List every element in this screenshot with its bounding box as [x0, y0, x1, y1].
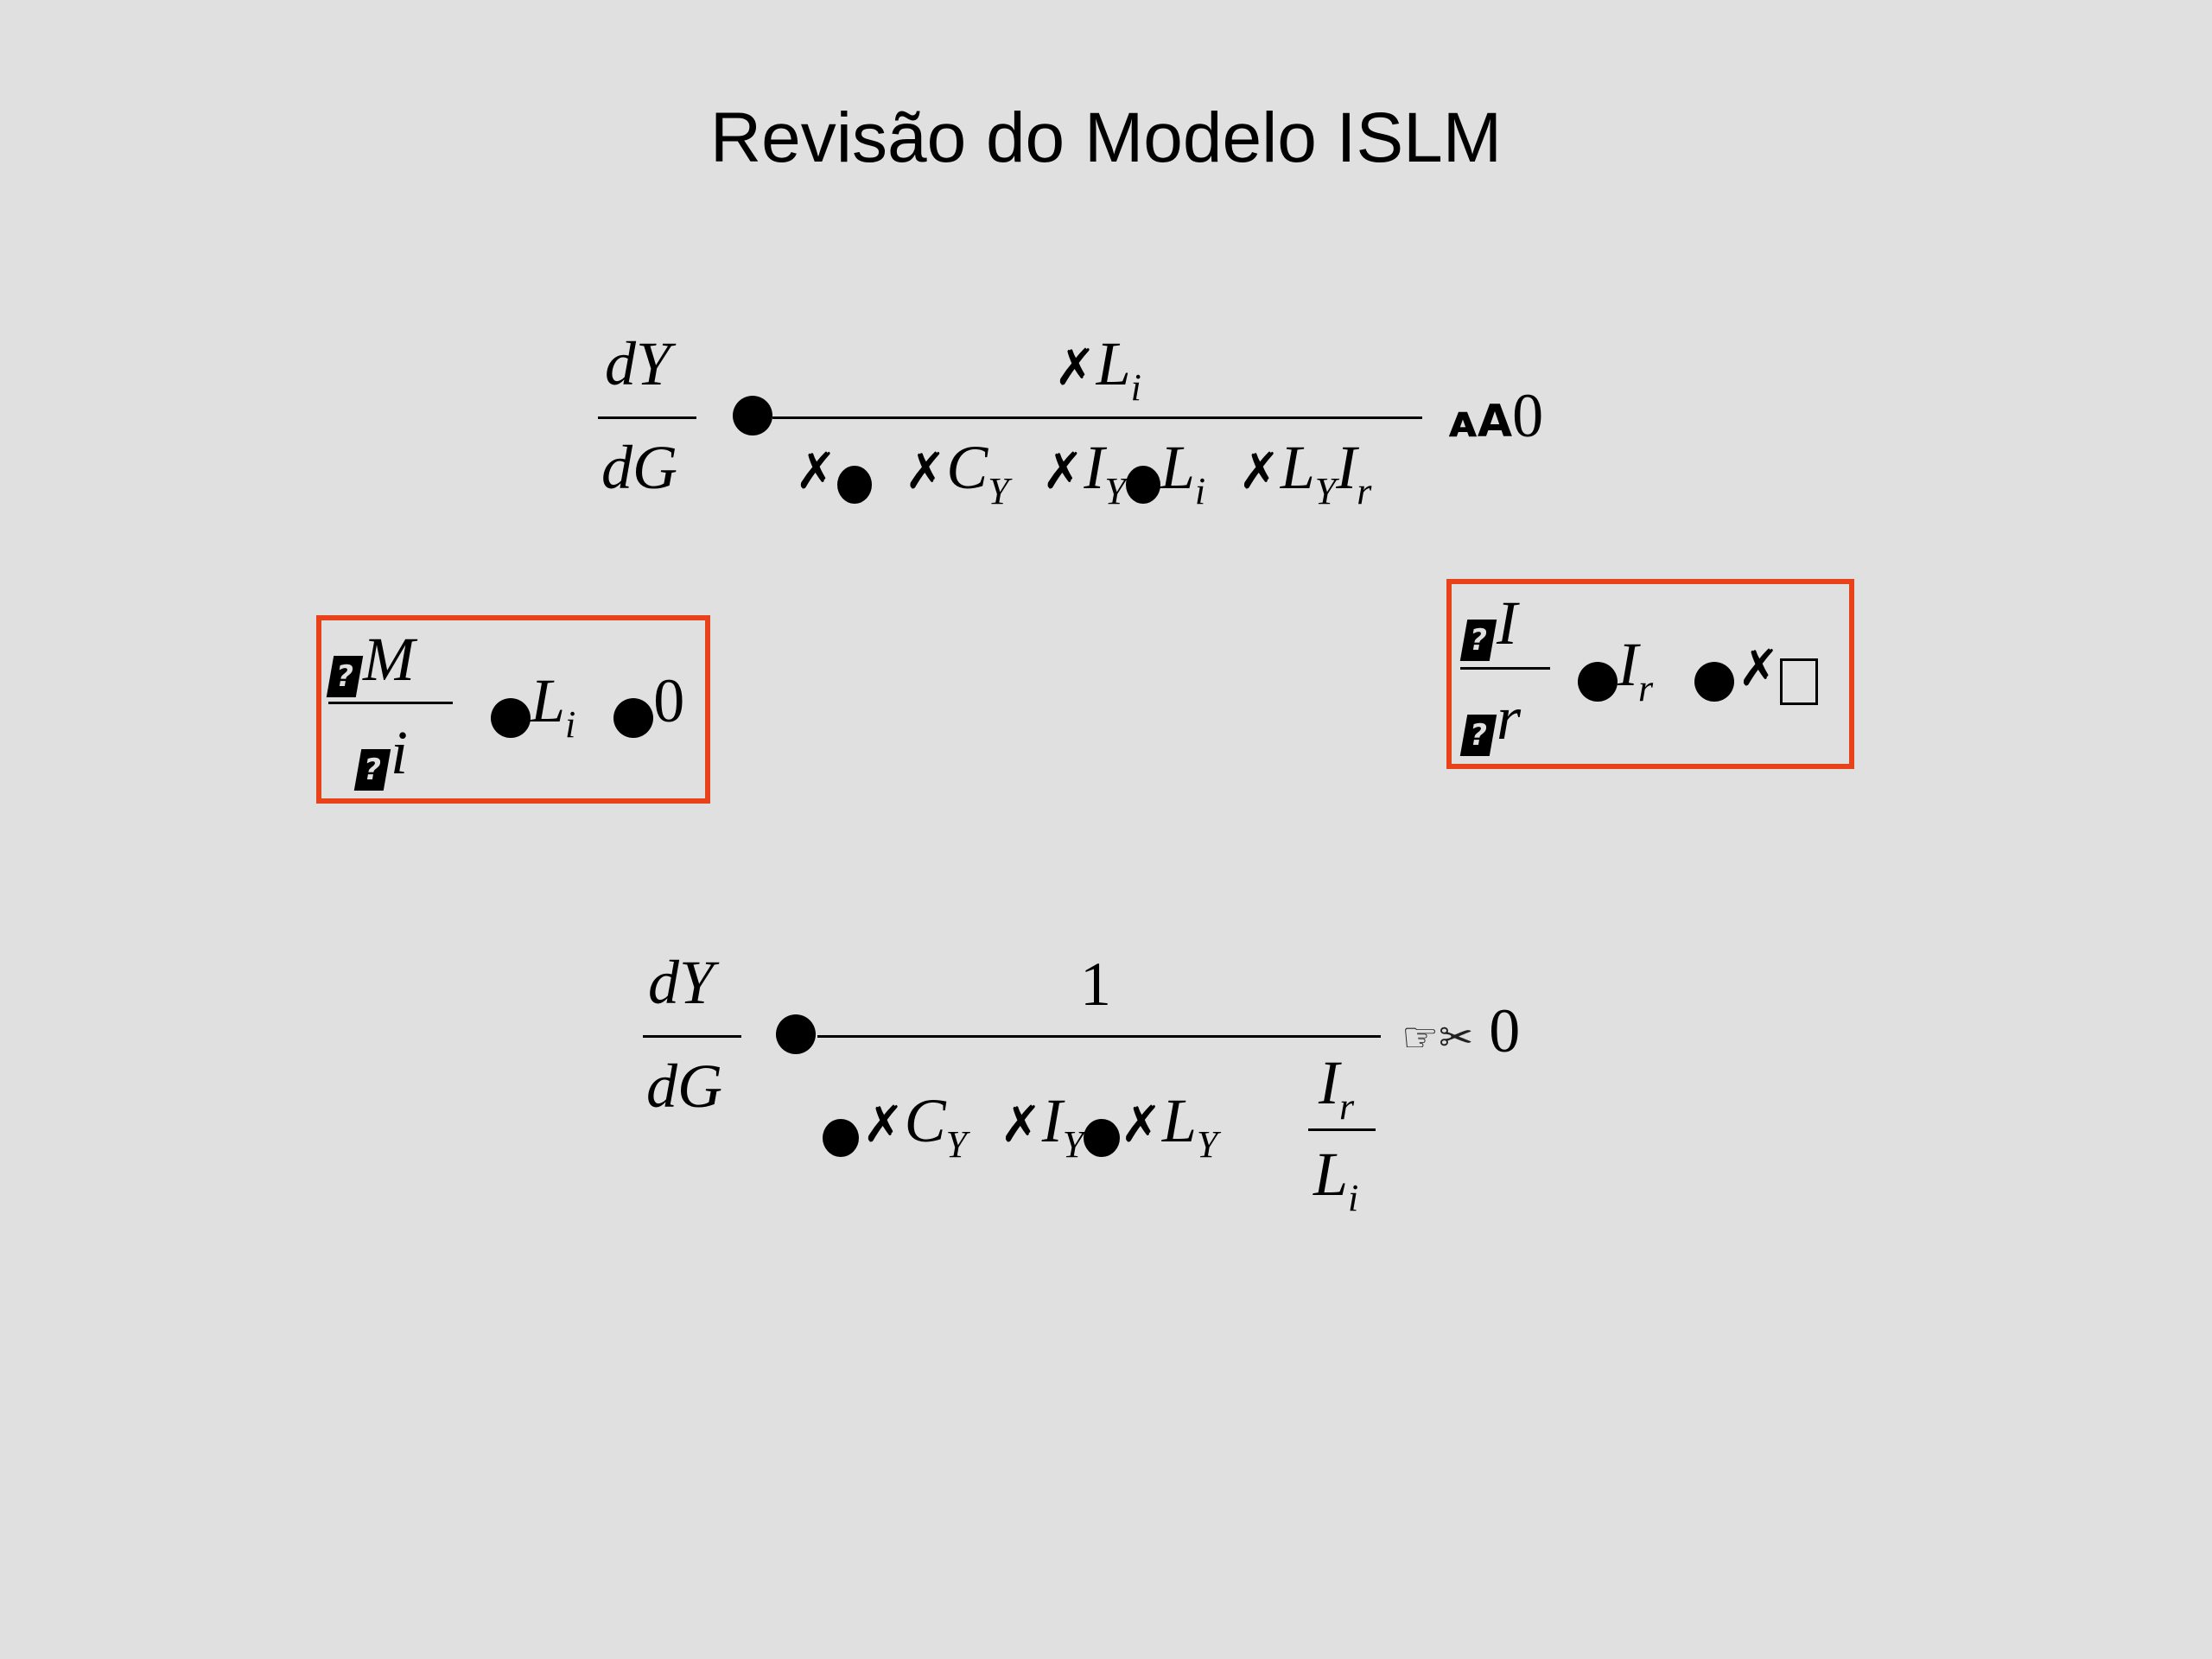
- eq2-inner-num-var: I: [1319, 1048, 1339, 1117]
- eq1-den-glyph-4: ✗: [1238, 442, 1281, 500]
- eq2-den-glyph-2: ✗: [1120, 1095, 1162, 1154]
- box-right-fraction-bar: [1460, 667, 1550, 670]
- eq1-den-var-1: C: [946, 433, 988, 502]
- box-right-dot-2: [1694, 662, 1735, 702]
- eq1-den-glyph-1: ✗: [904, 442, 947, 500]
- eq1-num-var: L: [1096, 329, 1131, 398]
- eq2-den-sub-0: Y: [945, 1123, 968, 1166]
- eq1-den-dot-0: [836, 466, 872, 505]
- box-left-sub: i: [565, 703, 576, 746]
- eq2-den-dot-0: [823, 1119, 859, 1158]
- eq2-numerator: 1: [1080, 950, 1111, 1019]
- slide-title: Revisão do Modelo ISLM: [709, 99, 1503, 177]
- box-left-den-glyph: ?: [353, 749, 391, 791]
- box-left-rhs: 0: [653, 666, 685, 735]
- eq1-den-glyph-2: ✗: [1041, 442, 1084, 500]
- eq1-lhs-fraction-bar: [598, 416, 696, 419]
- box-right-denominator: ? r: [1459, 683, 1522, 757]
- eq1-den-sub-1: Y: [988, 470, 1009, 512]
- eq2-inner-den-var: L: [1313, 1140, 1349, 1209]
- eq2-inner-numerator: Ir: [1319, 1047, 1354, 1128]
- eq2-denominator: ✗CY ✗IY✗LY: [823, 1085, 1217, 1166]
- box-right-expression: Ir ✗: [1578, 629, 1818, 710]
- box-right-den-var: r: [1497, 683, 1522, 753]
- eq1-num-sub: i: [1130, 366, 1141, 409]
- eq2-inner-fraction-bar: [1308, 1128, 1376, 1131]
- eq2-inner-denominator: Li: [1313, 1139, 1358, 1220]
- eq1-den-var-2: I: [1084, 433, 1105, 502]
- eq1-numerator: ✗Li: [1054, 328, 1141, 410]
- box-right-num-glyph: ?: [1459, 620, 1497, 662]
- eq1-den-glyph-0: ✗: [795, 442, 837, 500]
- box-right-glyph: ✗: [1738, 639, 1780, 697]
- eq1-num-glyph: ✗: [1054, 338, 1096, 397]
- box-right-square-icon: [1779, 658, 1818, 706]
- box-left-dot-2: [613, 698, 654, 739]
- eq2-den-var-0: C: [904, 1086, 946, 1155]
- eq1-lhs-denominator: dG: [601, 433, 677, 502]
- box-right: [1446, 579, 1854, 769]
- eq1-relation: ᴀA0: [1448, 380, 1543, 452]
- box-left: [316, 615, 710, 804]
- box-left-den-var: i: [391, 718, 409, 787]
- eq2-lhs-fraction-bar: [643, 1035, 741, 1038]
- eq2-den-var-1: I: [1041, 1086, 1063, 1155]
- eq2-rhs: 0: [1489, 996, 1521, 1065]
- eq1-den-sub-4: Y: [1314, 470, 1337, 512]
- eq2-den-sub-1: Y: [1062, 1123, 1084, 1166]
- box-right-numerator: ? I: [1459, 588, 1517, 662]
- eq2-den-var-2: L: [1161, 1086, 1197, 1155]
- box-right-sub: r: [1637, 667, 1654, 709]
- eq1-den-var-4: L: [1280, 433, 1315, 502]
- eq2-relation: ☞✂ 0: [1402, 995, 1520, 1067]
- eq2-lhs-denominator: dG: [646, 1052, 722, 1121]
- box-left-dot-1: [491, 698, 531, 739]
- eq1-main-fraction-bar: [772, 416, 1422, 419]
- eq1-den-var-3: L: [1160, 433, 1195, 502]
- box-left-var: L: [531, 666, 566, 735]
- eq2-equals-dot: [776, 1014, 816, 1054]
- box-right-num-var: I: [1497, 588, 1517, 658]
- eq1-den-sub-3: i: [1194, 470, 1206, 512]
- eq2-relation-glyph: ☞✂: [1402, 1014, 1474, 1062]
- box-left-numerator: ? M: [326, 624, 415, 698]
- eq1-den-sub-5: r: [1357, 470, 1372, 512]
- eq2-inner-den-sub: i: [1348, 1177, 1359, 1219]
- eq2-den-glyph-0: ✗: [862, 1095, 905, 1154]
- eq1-equals-dot: [733, 396, 772, 435]
- eq1-lhs-numerator: dY: [605, 329, 671, 398]
- box-left-fraction-bar: [328, 702, 453, 704]
- eq2-main-fraction-bar: [817, 1035, 1381, 1038]
- eq1-den-dot-3: [1125, 466, 1160, 505]
- box-left-denominator: ? i: [353, 717, 409, 791]
- eq1-den-sub-2: Y: [1104, 470, 1126, 512]
- eq1-relation-glyph: ᴀA: [1448, 396, 1513, 448]
- box-left-num-glyph: ?: [326, 656, 364, 698]
- eq1-den-var-5: I: [1336, 433, 1357, 502]
- box-right-dot-1: [1578, 662, 1618, 702]
- eq2-den-sub-2: Y: [1196, 1123, 1218, 1166]
- eq2-lhs-numerator: dY: [648, 948, 715, 1017]
- eq2-inner-num-sub: r: [1338, 1085, 1355, 1128]
- eq2-den-dot-2: [1084, 1119, 1121, 1158]
- box-right-den-glyph: ?: [1459, 715, 1497, 757]
- box-right-var: I: [1618, 630, 1638, 699]
- eq1-rhs: 0: [1512, 381, 1544, 450]
- eq2-den-glyph-1: ✗: [1000, 1095, 1042, 1154]
- box-left-num-var: M: [363, 625, 415, 694]
- box-left-expression: Li 0: [491, 665, 684, 747]
